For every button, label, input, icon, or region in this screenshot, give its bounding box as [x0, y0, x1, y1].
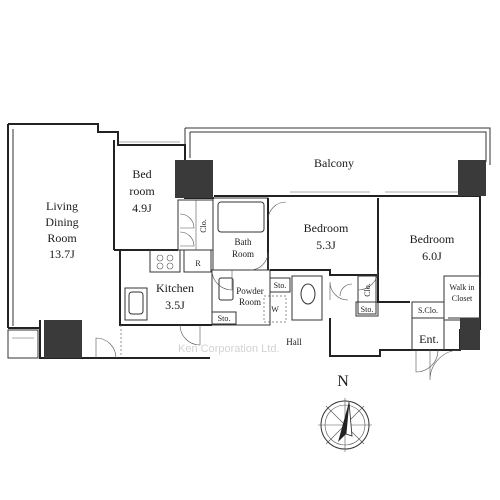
- washer-label: W: [271, 305, 279, 314]
- clo-bedroom-label: Clo.: [363, 283, 372, 297]
- doors: [95, 201, 461, 381]
- walkin-label-line1: Walk in: [450, 283, 475, 292]
- bedroom-small-label-line2: room: [129, 184, 155, 198]
- kitchen-size: 3.5J: [165, 298, 185, 312]
- walkin-label-line2: Closet: [452, 294, 473, 303]
- left-balcony: [7, 329, 39, 359]
- fixture-labels: Clo. Clo. R W Sto. Sto. Sto. S.Clo.: [195, 219, 438, 323]
- storage-kitchen-label: Sto.: [218, 314, 231, 323]
- compass-rose-icon: [318, 398, 372, 452]
- columns: [44, 160, 486, 358]
- living-size: 13.7J: [49, 247, 75, 261]
- storage-hall-label: Sto.: [361, 305, 374, 314]
- bedroom-right-label: Bedroom: [410, 232, 455, 246]
- watermark: Ken Corporation Ltd.: [178, 343, 280, 355]
- balcony-outline: [184, 127, 491, 165]
- bath-label-line1: Bath: [235, 237, 252, 247]
- hall-label: Hall: [286, 337, 302, 347]
- compass-north-label: N: [337, 373, 349, 390]
- living-label-line3: Room: [47, 231, 77, 245]
- bedroom-right-size: 6.0J: [422, 249, 442, 263]
- north-compass: N: [318, 373, 372, 452]
- bedroom-small-size: 4.9J: [132, 201, 152, 215]
- living-label-line2: Dining: [45, 215, 78, 229]
- entrance-label: Ent.: [419, 332, 439, 346]
- storage-powder-label: Sto.: [274, 281, 287, 290]
- windows: [118, 141, 460, 193]
- kitchen-label: Kitchen: [156, 281, 194, 295]
- powder-label-line1: Powder: [236, 286, 264, 296]
- bath-label-line2: Room: [232, 249, 254, 259]
- shoe-closet-label: S.Clo.: [418, 306, 438, 315]
- refrigerator-label: R: [195, 259, 201, 268]
- powder-label-line2: Room: [239, 297, 261, 307]
- bedroom-center-label: Bedroom: [304, 221, 349, 235]
- clo-bed-label: Clo.: [199, 219, 208, 233]
- interior-walls: [113, 140, 481, 356]
- bedroom-small-label-line1: Bed: [132, 167, 151, 181]
- room-labels: Living Dining Room 13.7J Bed room 4.9J B…: [45, 156, 474, 347]
- living-label-line1: Living: [46, 199, 78, 213]
- balcony-label: Balcony: [314, 156, 354, 170]
- bedroom-center-size: 5.3J: [316, 238, 336, 252]
